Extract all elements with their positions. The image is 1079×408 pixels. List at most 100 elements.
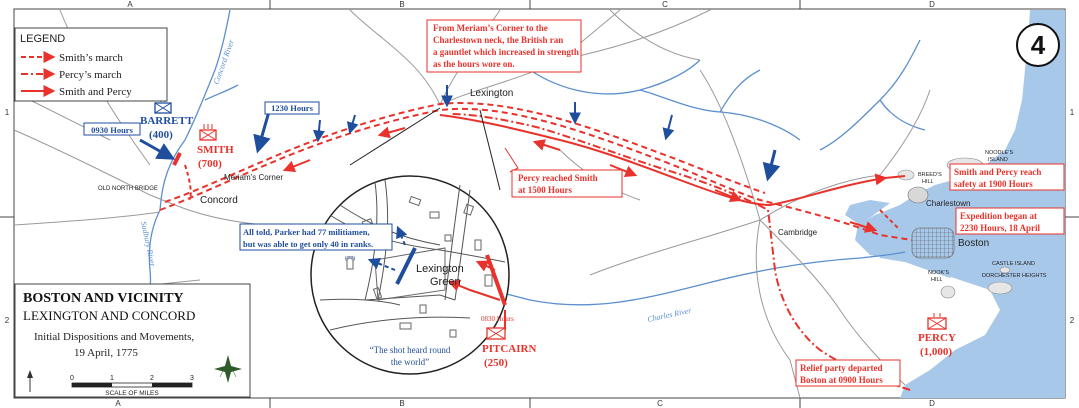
note-percy-reached: Percy reached Smith at 1500 Hours	[504, 147, 623, 198]
time-0830: 0830 Hours	[481, 315, 514, 323]
smith-march-route	[159, 107, 913, 241]
legend-item-smith-percy: Smith and Percy	[59, 86, 132, 98]
note-relief: Relief party departed Boston at 0900 Hou…	[795, 359, 901, 387]
place-labels: Lexington Concord Meriam’s Corner OLD NO…	[98, 88, 1047, 288]
scale-label: SCALE OF MILES	[105, 390, 159, 397]
smith-percy-route	[439, 114, 888, 207]
smith-march-route-2	[164, 102, 766, 203]
boston-town-area	[911, 227, 955, 259]
bridge-unit-marker	[172, 152, 182, 166]
map-subtitle: LEXINGTON AND CONCORD	[23, 308, 195, 323]
label-lexington: Lexington	[470, 88, 513, 99]
castle-island-shape	[999, 266, 1011, 274]
svg-text:but was able to get only 40 in: but was able to get only 40 in ranks.	[243, 239, 373, 249]
label-cambridge: Cambridge	[778, 228, 818, 237]
note-safety: Smith and Percy reach safety at 1900 Hou…	[949, 163, 1065, 191]
svg-text:Charlestown neck, the British: Charlestown neck, the British ran	[433, 35, 563, 45]
grid-col-c-top: C	[662, 0, 668, 9]
svg-text:at 1500 Hours: at 1500 Hours	[518, 185, 572, 195]
label-charlestown: Charlestown	[926, 199, 970, 208]
time-0930: 0930 Hours	[83, 122, 141, 136]
percy-name: PERCY	[918, 332, 956, 344]
map-title: BOSTON AND VICINITY	[23, 291, 184, 306]
legend-title: LEGEND	[20, 33, 65, 45]
grid-col-d-bottom: D	[929, 399, 935, 408]
svg-text:All told, Parker had 77 militi: All told, Parker had 77 militiamen,	[243, 227, 370, 237]
grid-col-d-top: D	[929, 0, 935, 9]
british-arrows	[282, 126, 878, 233]
grid-col-b-top: B	[399, 0, 404, 9]
legend-item-smith: Smith’s march	[59, 52, 123, 64]
smith-size: (700)	[198, 158, 222, 170]
label-boston: Boston	[958, 238, 989, 249]
british-routes	[159, 102, 913, 391]
svg-text:From Meriam’s Corner to the: From Meriam’s Corner to the	[433, 23, 548, 33]
svg-text:“The shot heard round: “The shot heard round	[370, 345, 451, 355]
pitcairn-name: PITCAIRN	[482, 343, 536, 355]
grid-row-2-right: 2	[1070, 316, 1075, 325]
grid-col-a-bottom: A	[115, 399, 121, 408]
percy-size: (1,000)	[920, 346, 952, 358]
barrett-name: BARRETT	[140, 115, 194, 127]
label-meriams-corner: Meriam’s Corner	[224, 173, 283, 182]
svg-text:Smith and Percy reach: Smith and Percy reach	[954, 167, 1041, 177]
label-nooks-hill-2: HILL	[931, 277, 943, 283]
charlestown-town-area	[907, 186, 929, 204]
svg-text:safety at 1900 Hours: safety at 1900 Hours	[954, 179, 1033, 189]
note-shot-heard: “The shot heard round the world”	[370, 345, 451, 367]
grid-col-b-bottom: B	[399, 399, 404, 408]
breeds-hill-shape	[897, 169, 915, 181]
label-noodles-island-1: NOODLE’S	[985, 150, 1013, 156]
percy-march-route	[449, 113, 911, 391]
town-areas	[897, 157, 1013, 299]
legend: LEGEND Smith’s march Percy’s march Smith…	[14, 27, 168, 102]
label-breeds-hill-1: BREED’S	[918, 172, 942, 178]
label-castle-island: CASTLE ISLAND	[992, 261, 1035, 267]
map-number-badge: 4	[1016, 23, 1060, 67]
label-old-north-bridge: OLD NORTH BRIDGE	[98, 186, 158, 192]
legend-item-percy: Percy’s march	[59, 69, 122, 81]
svg-text:Expedition began at: Expedition began at	[960, 211, 1037, 221]
svg-text:Boston at 0900 Hours: Boston at 0900 Hours	[800, 375, 883, 385]
svg-text:2230 Hours, 18 April: 2230 Hours, 18 April	[960, 223, 1041, 233]
compass-star-icon	[214, 355, 242, 383]
label-nooks-hill-1: NOOK’S	[928, 270, 949, 276]
nooks-hill-shape	[940, 285, 956, 299]
svg-text:0: 0	[70, 375, 74, 382]
time-1230: 1230 Hours	[264, 101, 320, 115]
grid-row-1-left: 1	[5, 108, 10, 117]
title-box: BOSTON AND VICINITY LEXINGTON AND CONCOR…	[14, 283, 251, 398]
label-breeds-hill-2: HILL	[922, 179, 934, 185]
svg-text:1: 1	[110, 375, 114, 382]
map-caption-line2: 19 April, 1775	[74, 347, 138, 359]
smith-unit-symbol	[199, 124, 217, 141]
map-caption-line1: Initial Dispositions and Movements,	[34, 331, 194, 343]
grid-row-2-left: 2	[5, 316, 10, 325]
smith-name: SMITH	[197, 144, 234, 156]
label-lexington-green-2: Green	[430, 276, 461, 288]
grid-col-a-top: A	[127, 0, 133, 9]
percy-unit-symbol	[927, 313, 947, 330]
pitcairn-unit-symbol	[486, 327, 506, 340]
svg-text:0930 Hours: 0930 Hours	[91, 125, 133, 135]
map-number: 4	[1031, 30, 1046, 60]
label-concord: Concord	[200, 195, 238, 206]
svg-text:a gauntlet which increased in: a gauntlet which increased in strength	[433, 47, 579, 57]
note-parker: All told, Parker had 77 militiamen, but …	[239, 223, 393, 251]
parker-size: (77)	[345, 255, 355, 262]
barrett-size: (400)	[149, 129, 173, 141]
grid-col-c-bottom: C	[657, 399, 663, 408]
scale-bar: 0 1 2 3 SCALE OF MILES	[70, 375, 194, 397]
grid-row-1-right: 1	[1070, 108, 1075, 117]
svg-text:Percy reached Smith: Percy reached Smith	[518, 173, 598, 183]
svg-text:1230 Hours: 1230 Hours	[271, 103, 313, 113]
svg-text:2: 2	[150, 375, 154, 382]
svg-text:3: 3	[190, 375, 194, 382]
svg-text:the world”: the world”	[391, 357, 429, 367]
dorchester-heights-shape	[987, 281, 1013, 295]
svg-text:as the hours wore on.: as the hours wore on.	[433, 59, 515, 69]
north-arrow-icon	[27, 370, 33, 392]
label-lexington-green-1: Lexington	[416, 263, 464, 275]
lexington-green-triangle	[374, 247, 446, 301]
